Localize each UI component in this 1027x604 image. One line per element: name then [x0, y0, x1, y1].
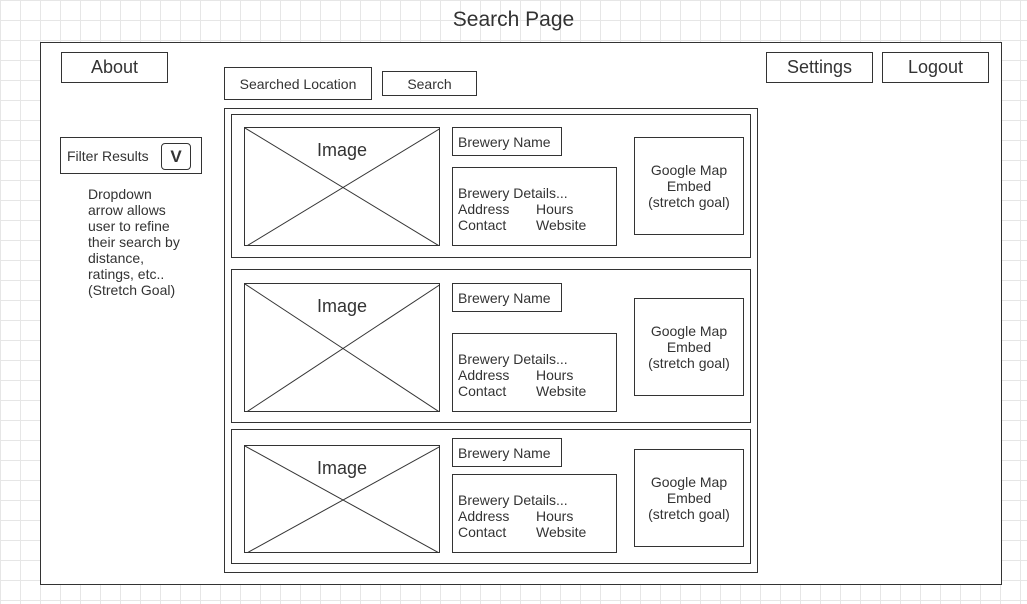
- website-link[interactable]: Website: [536, 524, 587, 540]
- searched-location-field[interactable]: Searched Location: [224, 67, 372, 100]
- image-label: Image: [314, 140, 370, 160]
- image-placeholder: Image: [244, 445, 440, 553]
- hours-label: Hours: [536, 508, 574, 524]
- logout-button[interactable]: Logout: [882, 52, 989, 83]
- image-placeholder-icon: [245, 446, 439, 552]
- hours-label: Hours: [536, 367, 574, 383]
- website-link[interactable]: Website: [536, 383, 587, 399]
- website-link[interactable]: Website: [536, 217, 587, 233]
- filter-results-label: Filter Results: [67, 147, 149, 164]
- settings-button[interactable]: Settings: [766, 52, 873, 83]
- brewery-name[interactable]: Brewery Name: [452, 127, 562, 156]
- brewery-details: Brewery Details... Address Hours Contact W…: [452, 333, 617, 412]
- contact-label: Contact: [458, 217, 507, 233]
- google-map-embed[interactable]: Google Map Embed (stretch goal): [634, 137, 744, 235]
- details-title: Brewery Details...: [458, 492, 568, 508]
- details-title: Brewery Details...: [458, 185, 568, 201]
- image-placeholder: Image: [244, 127, 440, 246]
- image-label: Image: [314, 458, 370, 478]
- image-label: Image: [314, 296, 370, 316]
- page-title: Search Page: [452, 8, 575, 31]
- details-title: Brewery Details...: [458, 351, 568, 367]
- address-label: Address: [458, 201, 510, 217]
- search-button[interactable]: Search: [382, 71, 477, 96]
- brewery-details: Brewery Details... Address Hours Contact W…: [452, 167, 617, 246]
- google-map-embed[interactable]: Google Map Embed (stretch goal): [634, 298, 744, 396]
- brewery-details: Brewery Details... Address Hours Contact W…: [452, 474, 617, 553]
- address-label: Address: [458, 508, 510, 524]
- brewery-name[interactable]: Brewery Name: [452, 283, 562, 312]
- address-label: Address: [458, 367, 510, 383]
- about-button[interactable]: About: [61, 52, 168, 83]
- google-map-embed[interactable]: Google Map Embed (stretch goal): [634, 449, 744, 547]
- filter-annotation: Dropdown arrow allows user to refine the…: [88, 186, 180, 298]
- contact-label: Contact: [458, 383, 507, 399]
- filter-results-dropdown[interactable]: Filter Results V: [60, 137, 202, 174]
- image-placeholder-icon: [245, 284, 439, 411]
- image-placeholder-icon: [245, 128, 439, 245]
- dropdown-arrow-icon[interactable]: V: [161, 143, 191, 170]
- contact-label: Contact: [458, 524, 507, 540]
- brewery-name[interactable]: Brewery Name: [452, 438, 562, 467]
- hours-label: Hours: [536, 201, 574, 217]
- image-placeholder: Image: [244, 283, 440, 412]
